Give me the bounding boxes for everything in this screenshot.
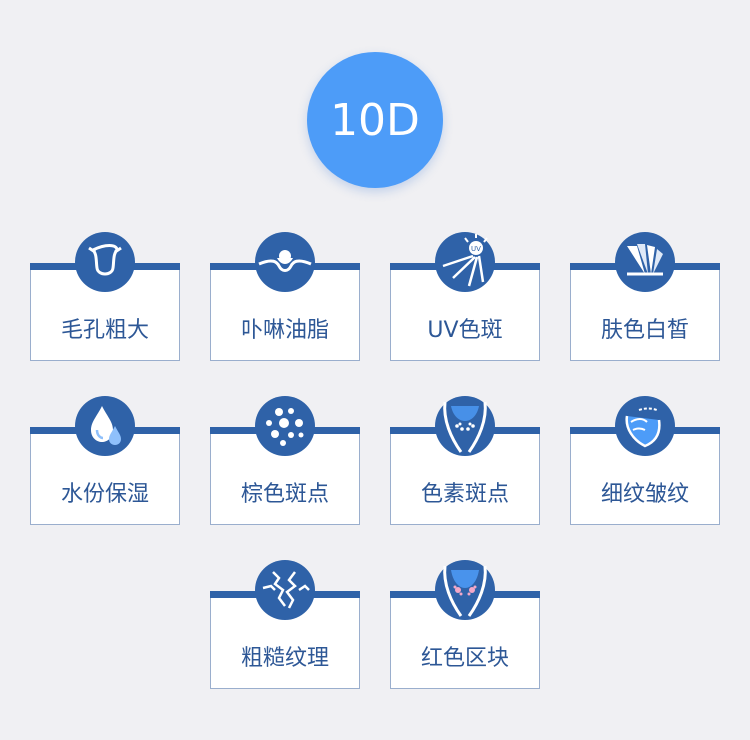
feature-card-uv: UV UV色斑 bbox=[390, 232, 540, 361]
feature-card-oil: 卟啉油脂 bbox=[210, 232, 360, 361]
feature-label: 肤色白皙 bbox=[600, 318, 689, 343]
feature-label: UV色斑 bbox=[427, 318, 503, 343]
feature-label: 红色区块 bbox=[420, 646, 509, 671]
feature-card-water: 水份保湿 bbox=[30, 396, 180, 525]
badge-text: 10D bbox=[330, 94, 420, 146]
feature-card-wrinkle: 细纹皱纹 bbox=[570, 396, 720, 525]
pigment-spot-icon bbox=[435, 396, 495, 456]
wrinkle-icon bbox=[615, 396, 675, 456]
feature-label: 棕色斑点 bbox=[240, 482, 329, 507]
brown-spot-icon bbox=[255, 396, 315, 456]
feature-card-brown-spot: 棕色斑点 bbox=[210, 396, 360, 525]
feature-card-pigment-spot: 色素斑点 bbox=[390, 396, 540, 525]
feature-label: 色素斑点 bbox=[420, 482, 509, 507]
water-drop-icon bbox=[75, 396, 135, 456]
feature-label: 毛孔粗大 bbox=[60, 318, 149, 343]
feature-card-rough-texture: 粗糙纹理 bbox=[210, 560, 360, 689]
uv-spot-icon: UV bbox=[435, 232, 495, 292]
feature-card-skin-tone: 肤色白皙 bbox=[570, 232, 720, 361]
feature-label: 水份保湿 bbox=[60, 482, 149, 507]
skin-tone-icon bbox=[615, 232, 675, 292]
feature-card-red-area: 红色区块 bbox=[390, 560, 540, 689]
feature-label: 卟啉油脂 bbox=[240, 318, 329, 343]
feature-label: 细纹皱纹 bbox=[600, 482, 689, 507]
pore-icon bbox=[75, 232, 135, 292]
feature-label: 粗糙纹理 bbox=[240, 646, 329, 671]
oil-icon bbox=[255, 232, 315, 292]
feature-count-badge: 10D bbox=[307, 52, 443, 188]
red-area-icon bbox=[435, 560, 495, 620]
rough-texture-icon bbox=[255, 560, 315, 620]
feature-card-pore: 毛孔粗大 bbox=[30, 232, 180, 361]
uv-text: UV bbox=[471, 245, 481, 253]
